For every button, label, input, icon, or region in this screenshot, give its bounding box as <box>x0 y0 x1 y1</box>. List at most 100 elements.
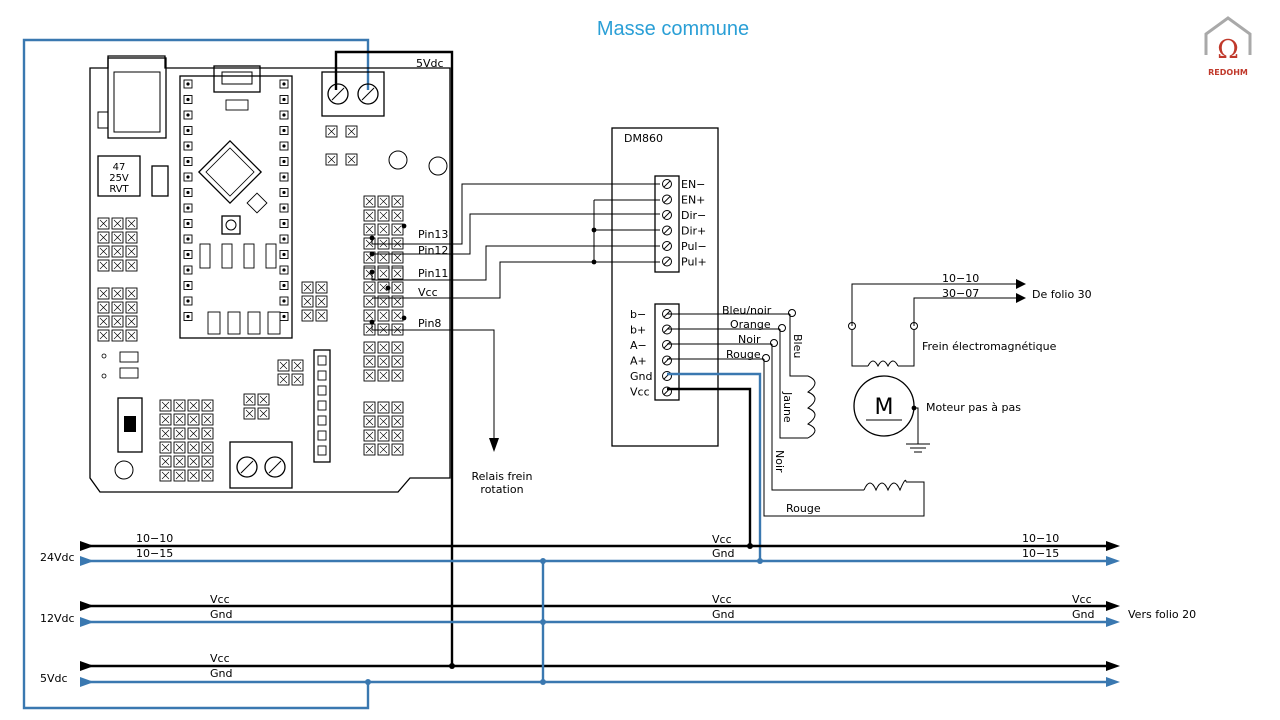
bus12-right-bottom: Gnd <box>1072 608 1094 621</box>
left-headers <box>97 217 139 379</box>
slide-switch-knob <box>124 416 136 432</box>
driver-box <box>611 127 719 447</box>
motor-ground-lead <box>914 407 919 444</box>
signal-terminal-label: Pul− <box>681 240 707 253</box>
controller-board: 5Vdc 47 25V RVT <box>89 55 451 493</box>
logo: Ω REDOHM <box>1204 16 1252 77</box>
screw-4-slot <box>268 460 282 474</box>
reset-button-cap <box>225 219 237 231</box>
bus-24vdc <box>80 541 1120 566</box>
bus5-left-bottom: Gnd <box>210 667 232 680</box>
jumper-blocks <box>277 281 328 386</box>
driver-gnd-wire <box>667 372 762 561</box>
bus24-ref-br: 10−15 <box>1022 547 1059 560</box>
power-terminal-label: b− <box>630 308 646 321</box>
bus-5vdc <box>80 661 1120 687</box>
relay-label-1: Relais frein <box>472 470 533 483</box>
single-header-pins <box>317 355 327 456</box>
wire-vcc-common <box>372 261 660 299</box>
bus12-mid-bottom: Gnd <box>712 608 734 621</box>
motor-symbol: M <box>875 395 894 420</box>
nano-components <box>199 99 281 335</box>
bus12-left-top: Vcc <box>210 593 230 606</box>
brake-lead-2 <box>898 330 915 367</box>
signal-terminal-label: Dir+ <box>681 225 706 238</box>
bus12-right-top: Vcc <box>1072 593 1092 606</box>
wire-rouge-run <box>763 359 925 517</box>
coil-label-noir: Noir <box>773 450 786 473</box>
page-title: Masse commune <box>597 18 749 40</box>
screw-terminal-top <box>321 71 385 117</box>
bus-label-12vdc: 12Vdc <box>40 612 75 625</box>
brake-ref-1: 10−10 <box>942 272 979 285</box>
bus24-mid-top: Vcc <box>712 533 732 546</box>
junction-dot <box>591 227 597 233</box>
cap-mark-0: 47 <box>113 162 126 173</box>
wire-orange-run <box>779 329 808 439</box>
junction-dot <box>591 259 597 265</box>
screw-2-slot <box>361 87 375 101</box>
mcu-chip <box>197 139 263 205</box>
svg-text:Ω: Ω <box>1217 35 1239 65</box>
bus24-ref-tl: 10−10 <box>136 532 173 545</box>
motor-label: Moteur pas à pas <box>926 401 1021 414</box>
bus12-left-bottom: Gnd <box>210 608 232 621</box>
bus24-mid-bottom: Gnd <box>712 547 734 560</box>
power-jack <box>107 57 167 139</box>
signal-terminal-label: Dir− <box>681 209 706 222</box>
signal-terminals <box>662 179 672 267</box>
house-omega-icon: Ω <box>1204 16 1252 65</box>
wire-noir-run <box>771 344 864 491</box>
capacitor <box>97 155 141 197</box>
driver-name: DM860 <box>624 132 663 145</box>
signal-wires <box>371 183 660 452</box>
power-terminals <box>662 309 672 397</box>
board-supply-label: 5Vdc <box>416 57 444 70</box>
reset-button <box>221 215 241 235</box>
bus12-mid-top: Vcc <box>712 593 732 606</box>
bottom-header-grid <box>159 393 270 482</box>
power-terminal-label: A− <box>630 339 647 352</box>
single-row-header <box>313 349 331 463</box>
top-terminal-pins <box>325 125 358 166</box>
wire-pul-minus <box>371 245 660 281</box>
wire-dir-minus <box>372 213 660 255</box>
power-terminal-label: b+ <box>630 324 646 337</box>
screw-3 <box>236 456 258 478</box>
bus-12vdc <box>80 601 1120 627</box>
signal-terminal-label: EN+ <box>681 194 705 207</box>
power-terminal-label: Gnd <box>630 370 652 383</box>
screw-1-slot <box>331 87 345 101</box>
pin-label-pin12: Pin12 <box>418 244 448 257</box>
smd-resistor <box>151 165 169 197</box>
five-volt-feed-wire <box>334 50 454 666</box>
screw-1 <box>327 83 349 105</box>
driver-vcc-wire <box>667 387 752 546</box>
coil-label-rouge: Rouge <box>786 502 821 515</box>
pin-label-pin8: Pin8 <box>418 317 441 330</box>
relay-arrow-icon <box>489 438 499 452</box>
pin-label-vcc: Vcc <box>418 286 438 299</box>
wire-relay <box>371 322 495 440</box>
coil-label-bleu: Bleu <box>791 334 804 358</box>
stepper-driver: DM860 <box>611 127 719 447</box>
right-pin-header <box>363 195 407 456</box>
brake-label: Frein électromagnétique <box>922 340 1057 353</box>
logo-text: REDOHM <box>1208 68 1248 77</box>
cap-mark-1: 25V <box>109 173 129 184</box>
signal-terminal-label: EN− <box>681 178 705 191</box>
screw-2 <box>357 83 379 105</box>
brake-coil <box>867 360 899 368</box>
power-terminal-block <box>654 303 680 401</box>
brake-lead-1 <box>851 330 868 367</box>
brake-circuit <box>848 279 1026 368</box>
relay-label-2: rotation <box>480 483 523 496</box>
coil-label-jaune: Jaune <box>781 391 794 423</box>
mount-hole <box>428 156 448 176</box>
brake-ref-2: 30−07 <box>942 287 979 300</box>
wire-label-noir: Noir <box>738 333 761 346</box>
signal-terminal-label: Pul+ <box>681 256 707 269</box>
screw-3-slot <box>240 460 254 474</box>
bus12-destination: Vers folio 20 <box>1128 608 1196 621</box>
